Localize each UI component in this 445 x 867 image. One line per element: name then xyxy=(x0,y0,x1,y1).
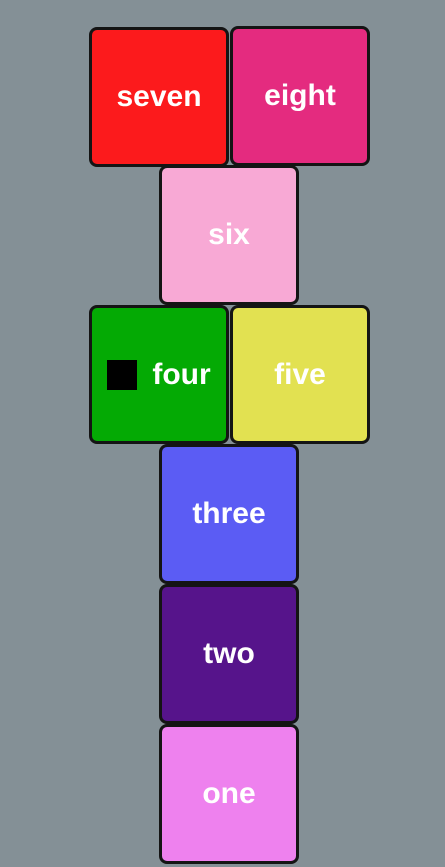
tile-label: one xyxy=(202,777,256,810)
tile-three[interactable]: three xyxy=(159,444,299,584)
tile-five[interactable]: five xyxy=(230,305,370,444)
tile-label: three xyxy=(192,497,266,530)
tile-label: four xyxy=(152,357,211,391)
tile-eight[interactable]: eight xyxy=(230,26,370,166)
tile-label: five xyxy=(274,357,326,391)
tile-label: six xyxy=(208,218,250,251)
tile-four[interactable]: four xyxy=(89,305,229,444)
tile-two[interactable]: two xyxy=(159,584,299,724)
tile-seven[interactable]: seven xyxy=(89,27,229,167)
selection-marker-icon xyxy=(107,359,138,390)
tile-label: eight xyxy=(264,79,336,112)
tile-one[interactable]: one xyxy=(159,724,299,864)
tile-six[interactable]: six xyxy=(159,165,299,305)
tile-label: two xyxy=(203,637,255,670)
tile-label: seven xyxy=(116,80,202,113)
